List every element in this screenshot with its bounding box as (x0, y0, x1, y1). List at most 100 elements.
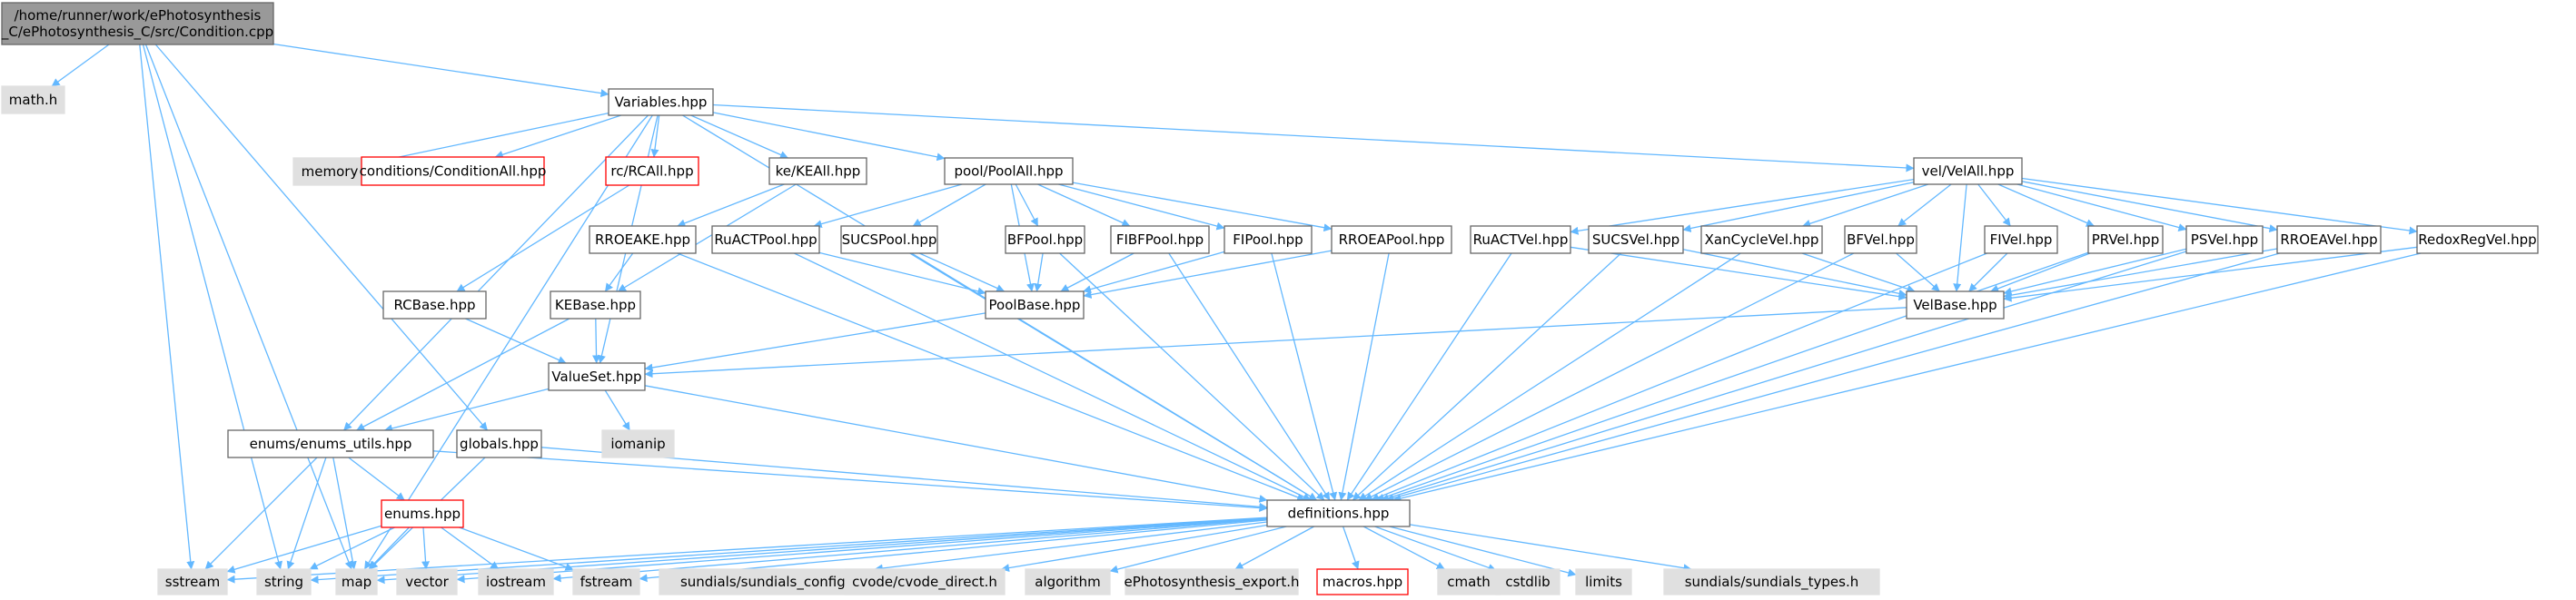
edge-rcall-to-rcbase (456, 184, 630, 292)
edge-prvel-to-definitions (1375, 251, 2089, 502)
node-box-globals (456, 429, 542, 458)
node-prvel[interactable]: PRVel.hpp (2087, 225, 2164, 254)
node-redoxregvel[interactable]: RedoxRegVel.hpp (2416, 225, 2539, 254)
edge-rroeake-to-kebase (604, 252, 634, 292)
node-label-variables: Variables.hpp (615, 94, 708, 111)
node-box-map (335, 568, 378, 595)
node-poolall[interactable]: pool/PoolAll.hpp (944, 157, 1074, 185)
node-valueset[interactable]: ValueSet.hpp (548, 362, 646, 391)
nodes-layer: /home/runner/work/ePhotosynthesis_C/ePho… (1, 2, 2539, 595)
edge-kebase-to-enums_utils (356, 318, 570, 431)
node-xancyclevel[interactable]: XanCycleVel.hpp (1700, 225, 1823, 254)
edge-root-to-globals (154, 44, 489, 431)
node-sucspool[interactable]: SUCSPool.hpp (840, 225, 938, 254)
node-box-sucsvel (1588, 225, 1684, 254)
node-variables[interactable]: Variables.hpp (608, 88, 714, 116)
node-ruactpool[interactable]: RuACTPool.hpp (711, 225, 820, 254)
node-label-fipool: FIPool.hpp (1233, 231, 1303, 248)
edge-poolall-to-fipool (1058, 183, 1225, 231)
node-box-macros (1316, 568, 1409, 595)
node-box-ruactvel (1470, 225, 1571, 254)
node-label-iomanip: iomanip (610, 436, 665, 452)
node-box-definitions (1266, 499, 1411, 527)
node-label-globals: globals.hpp (460, 436, 539, 452)
node-kebase[interactable]: KEBase.hpp (550, 290, 641, 320)
node-enums[interactable]: enums.hpp (381, 499, 464, 528)
node-root[interactable]: /home/runner/work/ePhotosynthesis_C/ePho… (1, 2, 274, 45)
node-velall[interactable]: vel/VelAll.hpp (1913, 157, 2023, 185)
edge-enums_utils-to-sstream (204, 457, 318, 570)
node-psvel[interactable]: PSVel.hpp (2185, 225, 2264, 254)
node-label-keall: ke/KEAll.hpp (776, 163, 861, 180)
edge-rcbase-to-valueset (465, 318, 567, 364)
edge-velall-to-bfvel (1897, 183, 1952, 227)
node-definitions[interactable]: definitions.hpp (1266, 499, 1411, 527)
node-limits: limits (1575, 568, 1632, 595)
edge-velbase-to-valueset (644, 307, 1907, 379)
node-fstream: fstream (572, 568, 640, 595)
edge-poolall-to-fibfpool (1037, 183, 1131, 227)
node-label-redoxregvel: RedoxRegVel.hpp (2418, 231, 2536, 248)
node-bfvel[interactable]: BFVel.hpp (1844, 225, 1917, 254)
node-label-poolbase: PoolBase.hpp (989, 297, 1081, 313)
node-bfpool[interactable]: BFPool.hpp (1005, 225, 1085, 254)
node-macros[interactable]: macros.hpp (1316, 568, 1409, 595)
edge-fibfpool-to-poolbase (1060, 252, 1134, 292)
node-box-variables (608, 88, 714, 116)
edge-variables-to-memory (365, 112, 609, 167)
node-rroeapool[interactable]: RROEAPool.hpp (1331, 225, 1452, 254)
node-keall[interactable]: ke/KEAll.hpp (768, 157, 867, 185)
node-box-prvel (2087, 225, 2164, 254)
edge-enums-to-fstream (459, 526, 574, 571)
node-sucsvel[interactable]: SUCSVel.hpp (1588, 225, 1684, 254)
edge-bfvel-to-definitions (1363, 252, 1855, 501)
node-poolbase[interactable]: PoolBase.hpp (985, 290, 1085, 320)
node-ruactvel[interactable]: RuACTVel.hpp (1470, 225, 1571, 254)
edge-keall-to-rroeake (677, 183, 785, 228)
edge-prvel-to-velbase (1990, 252, 2091, 293)
node-label-fivel: FIVel.hpp (1990, 231, 2053, 248)
node-label-sucspool: SUCSPool.hpp (842, 231, 937, 248)
node-rcall[interactable]: rc/RCAll.hpp (605, 156, 699, 186)
node-conditionall[interactable]: conditions/ConditionAll.hpp (360, 156, 547, 186)
edge-enums-to-string (309, 526, 395, 570)
edge-definitions-to-cmath (1362, 526, 1445, 570)
edge-velall-to-velbase (1953, 183, 1967, 292)
edge-enums-to-iostream (441, 526, 500, 570)
node-box-rroeavel (2276, 225, 2382, 254)
edge-valueset-to-definitions (644, 385, 1268, 503)
node-rroeake[interactable]: RROEAKE.hpp (589, 225, 697, 254)
edge-rroeapool-to-poolbase (1083, 250, 1333, 299)
node-fibfpool[interactable]: FIBFPool.hpp (1110, 225, 1210, 254)
node-label-velall: vel/VelAll.hpp (1922, 163, 2015, 180)
node-rcbase[interactable]: RCBase.hpp (382, 290, 487, 320)
node-label-sucsvel: SUCSVel.hpp (1592, 231, 1679, 248)
node-label-rroeapool: RROEAPool.hpp (1339, 231, 1445, 248)
edge-sucsvel-to-velbase (1682, 249, 1907, 298)
edge-sucsvel-to-definitions (1352, 252, 1622, 501)
node-ephoto_export: ePhotosynthesis_export.h (1125, 568, 1300, 595)
node-velbase[interactable]: VelBase.hpp (1906, 290, 2005, 320)
node-label-cstdlib: cstdlib (1505, 574, 1550, 590)
node-label-velbase: VelBase.hpp (1913, 297, 1996, 313)
node-fivel[interactable]: FIVel.hpp (1984, 225, 2058, 254)
edge-poolall-to-ruactpool (813, 183, 963, 229)
edge-xancyclevel-to-velbase (1801, 252, 1916, 293)
edge-definitions-to-cstdlib (1374, 526, 1497, 572)
node-fipool[interactable]: FIPool.hpp (1224, 225, 1313, 254)
node-enums_utils[interactable]: enums/enums_utils.hpp (227, 429, 434, 458)
node-label-limits: limits (1585, 574, 1622, 590)
edge-fivel-to-velbase (1968, 252, 2008, 292)
node-rroeavel[interactable]: RROEAVel.hpp (2276, 225, 2382, 254)
edge-enums-to-map (368, 526, 410, 570)
node-label-psvel: PSVel.hpp (2191, 231, 2258, 248)
node-box-poolbase (985, 290, 1085, 320)
node-globals[interactable]: globals.hpp (456, 429, 542, 458)
node-box-cstdlib (1495, 568, 1560, 595)
node-label-ruactvel: RuACTVel.hpp (1473, 231, 1569, 248)
edge-fivel-to-definitions (1371, 252, 1987, 501)
edge-enums_utils-to-map (332, 457, 357, 570)
edge-variables-to-poolall (712, 112, 946, 162)
edge-enums_utils-to-enums (348, 457, 405, 501)
node-label-conditionall: conditions/ConditionAll.hpp (360, 163, 547, 180)
